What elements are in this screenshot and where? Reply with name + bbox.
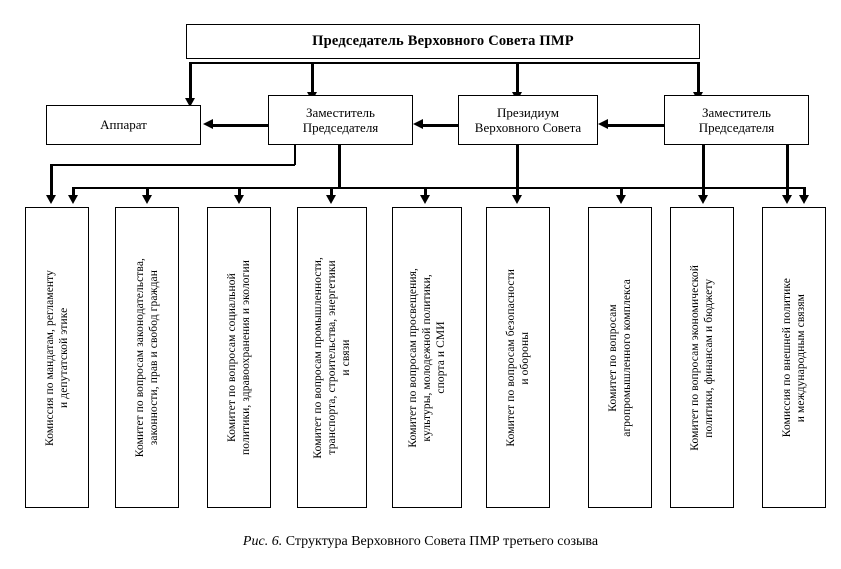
box-committee-education-culture: Комитет по вопросам просвещения, культур… <box>392 207 462 508</box>
box-committee-agro-industrial-label: Комитет по вопросам агропромышленного ко… <box>606 278 633 437</box>
drop-chairman-to-deputy-left <box>311 62 314 94</box>
box-committee-mandate-commission: Комиссия по мандатам, регламенту и депут… <box>25 207 89 508</box>
drop-chairman-to-apparat <box>189 62 192 100</box>
main-committee-bus <box>72 187 805 189</box>
box-deputy-chairman-left-label: Заместитель Председателя <box>302 104 379 135</box>
figure-caption-number: Рис. 6. <box>242 534 283 549</box>
box-deputy-chairman-right: Заместитель Председателя <box>664 95 809 145</box>
arrowhead-main-bus-to-committee-1b <box>68 195 78 204</box>
route-deputy-left-to-main-bus <box>338 145 341 187</box>
box-presidium-label: Президиум Верховного Совета <box>474 104 582 135</box>
drop-main-bus-to-committee-3 <box>238 187 241 197</box>
box-apparat: Аппарат <box>46 105 201 145</box>
link-deputy-right-to-presidium <box>608 124 664 127</box>
box-committee-security-defence-label: Комитет по вопросам безопасности и оборо… <box>504 268 531 447</box>
arrowhead-deputy-right-to-committee-7 <box>698 195 708 204</box>
arrowhead-main-bus-to-committee-4 <box>326 195 336 204</box>
arrowhead-upper-bus-to-committee-1 <box>46 195 56 204</box>
drop-deputy-right-to-committee-8 <box>786 145 789 197</box>
box-presidium: Президиум Верховного Совета <box>458 95 598 145</box>
drop-main-bus-to-committee-end <box>803 187 806 197</box>
figure-caption: Рис. 6. Структура Верховного Совета ПМР … <box>0 534 841 550</box>
box-committee-economy-budget-label: Комитет по вопросам экономической полити… <box>688 264 715 451</box>
drop-upper-bus-to-committee-1 <box>50 164 53 197</box>
arrowhead-main-bus-to-committee-end <box>799 195 809 204</box>
drop-deputy-right-to-committee-7 <box>702 145 705 197</box>
box-deputy-chairman-right-label: Заместитель Председателя <box>698 104 775 135</box>
arrowhead-main-bus-to-committee-2 <box>142 195 152 204</box>
box-committee-social-policy: Комитет по вопросам социальной политики,… <box>207 207 271 508</box>
arrowhead-main-bus-to-committee-3 <box>234 195 244 204</box>
box-committee-industry: Комитет по вопросам промышленности, тран… <box>297 207 367 508</box>
box-chairman: Председатель Верховного Совета ПМР <box>186 24 700 59</box>
arrowhead-deputy-right-to-presidium <box>598 119 608 129</box>
drop-main-bus-to-committee-4 <box>330 187 333 197</box>
route-upper-bus <box>50 164 295 166</box>
drop-main-bus-to-committee-5 <box>424 187 427 197</box>
box-committee-foreign-policy-label: Комиссия по внешней политике и междунаро… <box>780 277 807 438</box>
box-committee-education-culture-label: Комитет по вопросам просвещения, культур… <box>406 267 447 448</box>
box-committee-legislation-label: Комитет по вопросам законодательства, за… <box>133 257 160 458</box>
arrowhead-chairman-to-apparat <box>185 98 195 107</box>
drop-main-bus-to-committee-2 <box>146 187 149 197</box>
box-committee-industry-label: Комитет по вопросам промышленности, тран… <box>311 256 352 459</box>
arrowhead-presidium-to-committee-6 <box>512 195 522 204</box>
drop-chairman-to-deputy-right <box>697 62 700 94</box>
arrowhead-main-bus-to-committee-9 <box>616 195 626 204</box>
drop-main-bus-to-committee-1b <box>72 187 75 197</box>
figure-caption-text: Структура Верховного Совета ПМР третьего… <box>285 534 599 549</box>
drop-chairman-to-presidium <box>516 62 519 94</box>
box-committee-economy-budget: Комитет по вопросам экономической полити… <box>670 207 734 508</box>
box-apparat-label: Аппарат <box>100 117 147 133</box>
arrowhead-deputy-right-to-committee-8 <box>782 195 792 204</box>
box-committee-foreign-policy: Комиссия по внешней политике и междунаро… <box>762 207 826 508</box>
drop-presidium-to-committee-6 <box>516 145 519 197</box>
box-deputy-chairman-left: Заместитель Председателя <box>268 95 413 145</box>
bus-chairman-horizontal <box>189 62 699 64</box>
drop-main-bus-to-committee-9 <box>620 187 623 197</box>
box-committee-social-policy-label: Комитет по вопросам социальной политики,… <box>225 260 252 455</box>
route-deputy-left-elbow-vertical <box>294 145 296 165</box>
box-committee-mandate-commission-label: Комиссия по мандатам, регламенту и депут… <box>43 269 70 446</box>
arrowhead-presidium-to-deputy-left <box>413 119 423 129</box>
link-deputy-left-to-apparat <box>213 124 268 127</box>
box-chairman-label: Председатель Верховного Совета ПМР <box>312 33 574 49</box>
box-committee-agro-industrial: Комитет по вопросам агропромышленного ко… <box>588 207 652 508</box>
box-committee-legislation: Комитет по вопросам законодательства, за… <box>115 207 179 508</box>
link-presidium-to-deputy-left <box>423 124 458 127</box>
arrowhead-deputy-left-to-apparat <box>203 119 213 129</box>
arrowhead-main-bus-to-committee-5 <box>420 195 430 204</box>
box-committee-security-defence: Комитет по вопросам безопасности и оборо… <box>486 207 550 508</box>
